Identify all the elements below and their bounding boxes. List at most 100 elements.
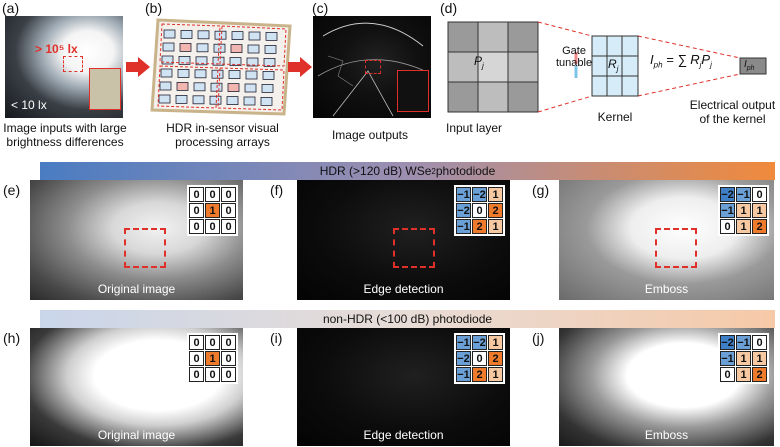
sensor-array-diagram <box>150 18 292 116</box>
kernel-cell: −2 <box>456 203 471 218</box>
kernel-cell-label: Rj <box>608 57 619 74</box>
sensor-cell <box>228 70 241 79</box>
photo-caption: Edge detection <box>363 282 444 296</box>
zoom-region-box <box>365 60 381 74</box>
kernel-cell: −2 <box>720 335 735 350</box>
kernel-cell: −1 <box>720 351 735 366</box>
kernel-cell: 0 <box>189 351 204 366</box>
arrow-right-icon <box>126 57 150 77</box>
roi-dashed-box <box>655 228 697 268</box>
kernel-cell: 2 <box>472 367 487 382</box>
hdr-output-photo: Original image <box>30 180 243 300</box>
output-cell-label: Iph <box>744 59 755 72</box>
sensor-cell <box>177 69 190 78</box>
kernel-cell: 0 <box>189 187 204 202</box>
kernel-cell: 0 <box>221 335 236 350</box>
kernel-cell: −1 <box>736 335 751 350</box>
kernel-cell: −1 <box>720 203 735 218</box>
kernel-cell: −1 <box>456 367 471 382</box>
sensor-cell <box>226 96 239 105</box>
kernel-cell: −2 <box>456 351 471 366</box>
panel-letter: (f) <box>270 182 284 198</box>
sensor-cell <box>161 55 174 65</box>
kernel-cell: 0 <box>205 335 220 350</box>
kernel-cell: 1 <box>736 351 751 366</box>
sensor-cell <box>229 57 242 66</box>
kernel-cell: 2 <box>752 367 767 382</box>
kernel-cell: 0 <box>189 219 204 234</box>
kernel-cell: 2 <box>488 203 503 218</box>
kernel-cell: 0 <box>472 351 487 366</box>
photo-caption: Emboss <box>644 428 689 442</box>
panel-letter-d: (d) <box>440 0 458 16</box>
sensor-cell <box>197 30 210 40</box>
kernel-cell: 1 <box>736 367 751 382</box>
sensor-cell <box>264 44 277 54</box>
sensor-cell <box>178 56 191 65</box>
sensor-cell <box>158 94 171 104</box>
panel-letter-c: (c) <box>312 0 329 16</box>
kernel-cell: 1 <box>205 203 220 218</box>
kernel-cell: 0 <box>189 203 204 218</box>
kernel-cell: 0 <box>221 351 236 366</box>
tunnel-input-photo: > 10⁵ lx < 10 lx <box>5 16 123 118</box>
sensor-cell <box>196 43 209 53</box>
nonhdr-banner: non-HDR (<100 dB) photodiode <box>40 310 775 328</box>
sensor-cell <box>246 57 259 67</box>
pixel-label: Pj <box>474 54 484 71</box>
panel-letter-a: (a) <box>2 0 20 16</box>
arrow-right-icon <box>288 57 312 77</box>
kernel-cell: 1 <box>488 367 503 382</box>
kernel-cell: 0 <box>221 203 236 218</box>
kernel-cell: 1 <box>488 187 503 202</box>
sensor-cell <box>209 95 222 105</box>
sensor-cell <box>227 83 240 92</box>
panel-letter: (g) <box>532 182 550 198</box>
kernel-cell: 0 <box>189 335 204 350</box>
panel-letter: (i) <box>270 330 283 346</box>
sensor-cell <box>263 58 276 67</box>
sensor-cell <box>193 82 206 92</box>
sensor-cell <box>212 56 225 66</box>
output-caption: Electrical output of the kernel <box>689 98 776 126</box>
sensor-cell <box>245 70 258 80</box>
kernel-cell: 0 <box>752 335 767 350</box>
convolution-diagram <box>447 21 767 113</box>
kernel-cell: 1 <box>736 203 751 218</box>
kernel-cell: −1 <box>736 187 751 202</box>
kernel-cell: 0 <box>221 367 236 382</box>
sensor-cell <box>162 42 175 52</box>
kernel-cell: 0 <box>205 187 220 202</box>
zoom-inset <box>397 70 429 112</box>
sensor-cell <box>195 56 208 66</box>
zoom-inset <box>89 68 121 110</box>
kernel-cell: −2 <box>472 187 487 202</box>
kernel-equation: Iph = ∑ RjPj <box>650 52 712 70</box>
lux-low-label: < 10 lx <box>11 98 47 112</box>
sensor-cell <box>213 43 226 53</box>
photo-caption: Edge detection <box>363 428 444 442</box>
kernel-cell: 2 <box>752 219 767 234</box>
zoom-region-box <box>63 56 83 72</box>
kernel-cell: 1 <box>488 335 503 350</box>
photo-caption: Original image <box>97 428 176 442</box>
kernel-cell: −1 <box>456 335 471 350</box>
sensor-cell <box>176 82 189 91</box>
sensor-cell <box>265 31 278 41</box>
photo-caption: Original image <box>97 282 176 296</box>
kernel-cell: −1 <box>456 219 471 234</box>
kernel-cell: 1 <box>752 351 767 366</box>
sensor-cell <box>247 44 260 54</box>
kernel-cell: 1 <box>488 219 503 234</box>
sensor-cell <box>180 29 193 39</box>
sensor-cell <box>244 83 257 93</box>
kernel-cell: −1 <box>456 187 471 202</box>
lux-high-label: > 10⁵ lx <box>35 42 78 56</box>
sensor-cell <box>260 97 273 106</box>
kernel-cell: −2 <box>472 335 487 350</box>
roi-dashed-box <box>393 228 435 268</box>
